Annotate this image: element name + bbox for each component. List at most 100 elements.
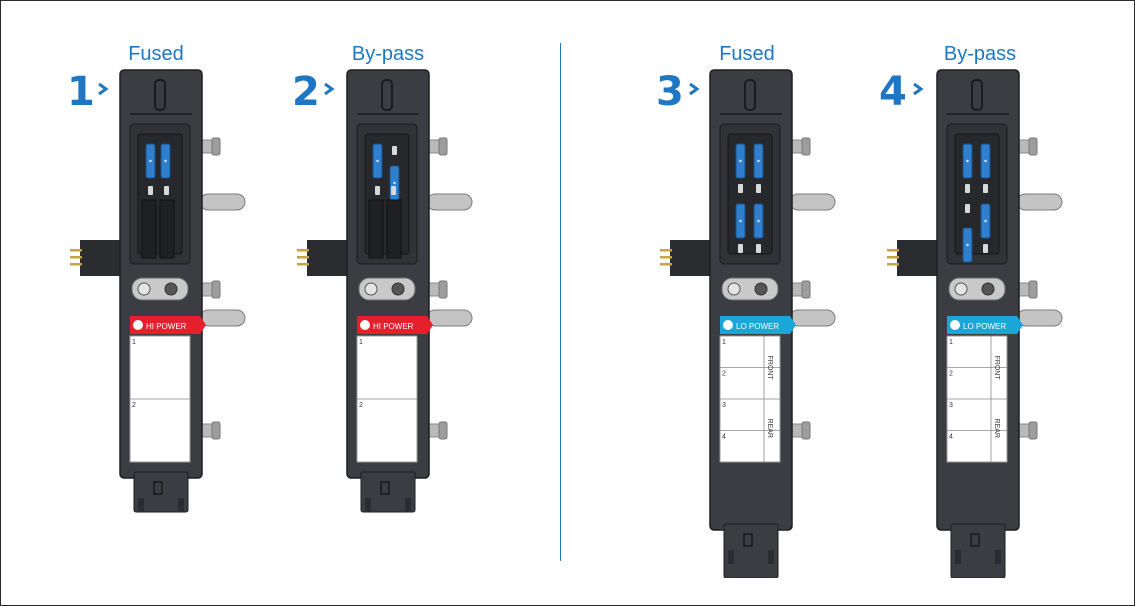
module-2-bypass-hi: HI POWER 1 2 — [297, 69, 473, 513]
fuse-slot-contact — [738, 184, 743, 193]
label-row-number: 1 — [949, 339, 953, 346]
fuse-dot — [393, 181, 396, 185]
guide-rod — [1016, 193, 1063, 211]
side-connector — [670, 240, 712, 276]
screw-hole — [391, 282, 405, 296]
chevron-right-icon — [98, 82, 109, 96]
connector-tab — [365, 498, 371, 512]
fuse-dot — [757, 159, 760, 163]
screw-icon — [364, 282, 378, 296]
side-connector — [307, 240, 349, 276]
pin-head — [211, 280, 221, 299]
fuse-slot-contact — [756, 184, 761, 193]
bottom-connector — [360, 471, 416, 513]
fuse-slot-contact — [148, 186, 153, 195]
connector-pin — [70, 249, 82, 252]
fuse-slot-contact — [756, 244, 761, 253]
fuse-dot — [739, 219, 742, 223]
side-connector — [897, 240, 939, 276]
connector-tab — [955, 550, 961, 564]
guide-rod — [199, 309, 246, 327]
fuse-dot — [739, 159, 742, 163]
screw-hole — [164, 282, 178, 296]
screw-hole — [981, 282, 995, 296]
power-badge-label: HI POWER — [373, 322, 414, 331]
label-row-number: 1 — [359, 339, 363, 346]
connector-pin — [887, 249, 899, 252]
empty-slot — [141, 199, 157, 259]
connector-pin — [70, 256, 82, 259]
power-badge-label: HI POWER — [146, 322, 187, 331]
label-row-number: 2 — [949, 371, 953, 378]
guide-rod — [199, 193, 246, 211]
fuse-dot — [149, 159, 152, 163]
fuse-bay — [727, 133, 773, 255]
power-badge — [947, 316, 1023, 334]
label-row-number: 1 — [132, 339, 136, 346]
fuse-bay — [954, 133, 1000, 255]
fuse-slot-contact — [391, 186, 396, 195]
guide-rod — [789, 193, 836, 211]
power-badge-label: LO POWER — [963, 322, 1006, 331]
step-number-3: 3 — [656, 69, 684, 115]
pin-head — [438, 137, 448, 156]
pin-head — [211, 421, 221, 440]
label-side-text: FRONT — [766, 356, 773, 381]
pin-head — [211, 137, 221, 156]
title-module-4: By-pass — [943, 43, 1017, 65]
badge-dot-icon — [133, 320, 143, 330]
connector-tab — [178, 498, 184, 512]
chevron-right-icon — [689, 82, 700, 96]
bottom-connector — [723, 523, 779, 578]
label-row-number: 2 — [359, 402, 363, 409]
power-badge-label: LO POWER — [736, 322, 779, 331]
side-connector — [80, 240, 122, 276]
label-row-number: 4 — [722, 434, 726, 441]
connector-latch — [380, 481, 390, 495]
guide-rod — [426, 193, 473, 211]
pin-head — [801, 280, 811, 299]
fuse-slot-contact — [965, 184, 970, 193]
top-latch — [744, 79, 756, 111]
step-number-4: 4 — [879, 69, 907, 115]
screw-hole — [754, 282, 768, 296]
label-side-text: FRONT — [993, 356, 1000, 381]
connector-latch — [743, 533, 753, 547]
fuse-slot-contact — [965, 204, 970, 213]
fuse-slot-contact — [738, 244, 743, 253]
badge-dot-icon — [723, 320, 733, 330]
badge-dot-icon — [360, 320, 370, 330]
pin-head — [1028, 280, 1038, 299]
connector-pin — [660, 249, 672, 252]
connector-pin — [297, 249, 309, 252]
label-side-text: REAR — [993, 419, 1000, 438]
label-row-number: 4 — [949, 434, 953, 441]
empty-slot — [386, 199, 402, 259]
connector-tab — [728, 550, 734, 564]
fuse-dot — [984, 159, 987, 163]
empty-slot — [159, 199, 175, 259]
connector-tab — [405, 498, 411, 512]
title-module-2: By-pass — [351, 43, 425, 65]
bottom-connector — [133, 471, 189, 513]
pin-head — [801, 137, 811, 156]
title-module-3: Fused — [719, 43, 775, 65]
fuse-dot — [984, 219, 987, 223]
pin-head — [1028, 137, 1038, 156]
fuse-dot — [966, 243, 969, 247]
chevron-right-icon — [324, 82, 335, 96]
screw-icon — [727, 282, 741, 296]
power-badge — [130, 316, 206, 334]
pin-head — [438, 280, 448, 299]
connector-latch — [970, 533, 980, 547]
fuse-dot — [757, 219, 760, 223]
label-row-number: 2 — [722, 371, 726, 378]
fuse-slot-contact — [983, 244, 988, 253]
connector-latch — [153, 481, 163, 495]
empty-slot — [368, 199, 384, 259]
connector-pin — [297, 256, 309, 259]
label-side-text: REAR — [766, 419, 773, 438]
bottom-connector — [950, 523, 1006, 578]
